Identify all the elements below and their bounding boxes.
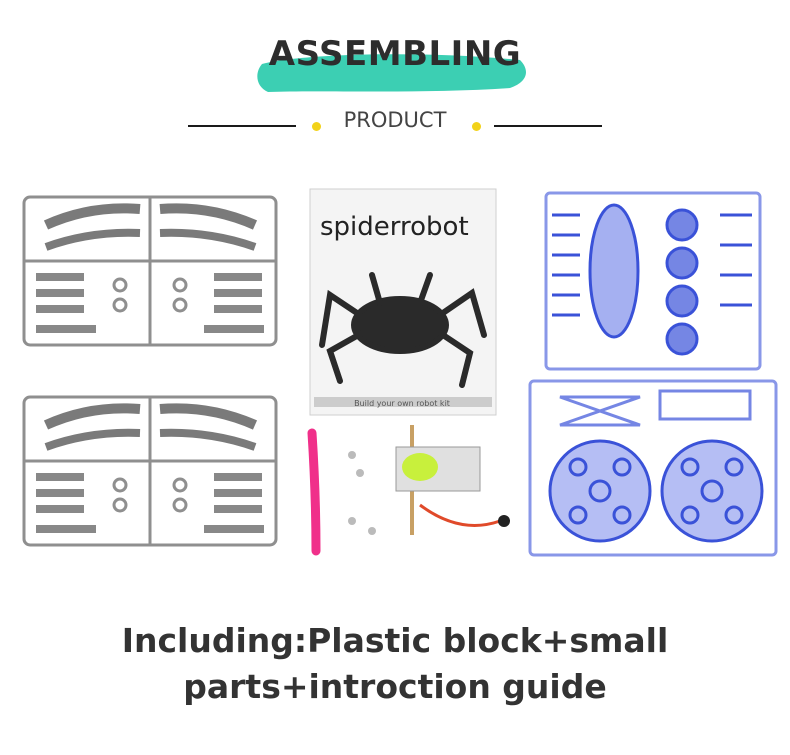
section-title: ASSEMBLING (0, 30, 790, 94)
page-title: ASSEMBLING (268, 34, 522, 74)
grey-sprue-top (22, 195, 278, 347)
dot-left (312, 122, 321, 131)
booklet-subtitle: Build your own robot kit (354, 399, 450, 408)
booklet-brand: spiderrobot (320, 212, 469, 242)
divider-right (494, 125, 602, 127)
blue-sprue-top (544, 191, 762, 371)
divider-left (188, 125, 296, 127)
grey-sprue-bottom (22, 395, 278, 547)
spider-robot-illustration (319, 272, 487, 388)
kit-contents-image: spiderrobot Build your own robot kit (22, 188, 778, 557)
motor-gear (402, 453, 438, 481)
brush-stroke-decoration (257, 54, 526, 92)
kit-contents-caption: Including:Plastic block+small parts+intr… (0, 618, 790, 710)
subtitle-row: PRODUCT (0, 108, 790, 138)
instruction-booklet: spiderrobot Build your own robot kit (309, 188, 497, 416)
subtitle: PRODUCT (343, 108, 447, 132)
pink-tube (307, 428, 321, 556)
switch (498, 515, 510, 527)
dot-right (472, 122, 481, 131)
caption-line-2: parts+introction guide (183, 667, 607, 706)
small-parts (307, 425, 510, 556)
blue-sprue-bottom (528, 379, 778, 557)
wire (419, 503, 501, 527)
caption-line-1: Including:Plastic block+small (121, 621, 669, 660)
